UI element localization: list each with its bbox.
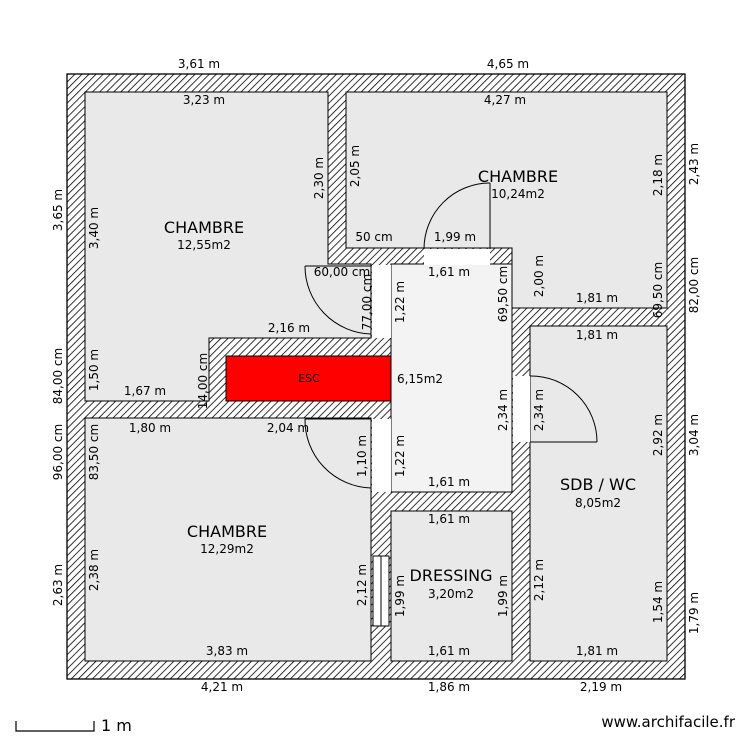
room-area-bathroom: 8,05m2 — [575, 496, 621, 510]
room-name-dressing: DRESSING — [410, 566, 493, 585]
dim-bath-right-2-92: 2,92 m — [651, 414, 665, 456]
dim-dressing-top: 1,61 m — [428, 512, 470, 526]
dim-bath-right-1-54: 1,54 m — [651, 581, 665, 623]
dim-left-2-63: 2,63 m — [51, 564, 65, 606]
room-bathroom — [529, 325, 668, 662]
dim-wall-1-10: 1,10 m — [355, 435, 369, 477]
dim-right-69-50: 69,50 cm — [651, 262, 665, 318]
dim-left-96cm: 96,00 cm — [51, 424, 65, 480]
dim-wall-77cm: 77,00 cm — [360, 274, 374, 330]
scale-bar — [15, 721, 95, 732]
room-area-bedroom-sw: 12,29m2 — [200, 542, 254, 556]
door-opening-nw — [372, 265, 391, 338]
door-swing-nw — [304, 265, 372, 335]
dim-hall-top: 1,61 m — [428, 265, 470, 279]
room-name-bedroom-ne: CHAMBRE — [478, 167, 558, 186]
dim-top-right-outer: 4,65 m — [487, 57, 529, 71]
dim-door-60cm: 60,00 cm — [314, 265, 370, 279]
dim-top-left-outer: 3,61 m — [178, 57, 220, 71]
dim-right-outer-top: 2,43 m — [687, 143, 701, 185]
door-swing-bath — [529, 375, 598, 443]
room-area-dressing: 3,20m2 — [428, 587, 474, 601]
dim-ne-inner-top: 4,27 m — [484, 93, 526, 107]
door-swing-sw — [304, 418, 372, 489]
dim-ne-50cm: 50 cm — [355, 230, 392, 244]
stair-label: ESC — [298, 372, 320, 385]
dim-right-1-79: 1,79 m — [687, 592, 701, 634]
dim-left-84cm: 84,00 cm — [51, 348, 65, 404]
credit-text: www.archifacile.fr — [601, 713, 735, 731]
room-area-hall: 6,15m2 — [397, 372, 443, 386]
dim-bath-2-00: 2,00 m — [532, 255, 546, 297]
dim-bottom-right-outer: 2,19 m — [580, 680, 622, 694]
door-swing-ne — [423, 182, 491, 250]
dim-wall-2-12-left: 2,12 m — [355, 564, 369, 606]
stair-block — [225, 355, 392, 402]
room-area-bedroom-ne: 10,24m2 — [491, 187, 545, 201]
dim-hall-right-2-34: 2,34 m — [496, 389, 510, 431]
dim-wall-2-12-right: 2,12 m — [532, 559, 546, 601]
dim-dressing-left: 1,99 m — [393, 575, 407, 617]
dim-nw-bottom: 1,67 m — [124, 384, 166, 398]
room-name-bedroom-sw: CHAMBRE — [187, 522, 267, 541]
room-dressing — [390, 510, 513, 662]
dim-ne-right-inner: 2,18 m — [651, 154, 665, 196]
room-area-bedroom-nw: 12,55m2 — [177, 238, 231, 252]
room-bedroom-sw — [84, 417, 372, 662]
dim-hall-bottom: 1,61 m — [428, 475, 470, 489]
dim-sw-left-83-50: 83,50 cm — [87, 424, 101, 480]
dim-right-3-04: 3,04 m — [687, 414, 701, 456]
dim-bath-left-2-34: 2,34 m — [532, 389, 546, 431]
dim-sw-bottom-inner: 3,83 m — [206, 644, 248, 658]
dim-right-82cm: 82,00 cm — [687, 257, 701, 313]
dim-left-1-50: 1,50 m — [87, 349, 101, 391]
dim-hall-left-top: 1,22 m — [393, 281, 407, 323]
dim-dressing-bottom: 1,61 m — [428, 644, 470, 658]
dim-hall-left-bottom: 1,22 m — [393, 435, 407, 477]
dim-sw-top-1-80: 1,80 m — [129, 421, 171, 435]
room-name-bedroom-nw: CHAMBRE — [164, 218, 244, 237]
dim-bath-top-inner: 1,81 m — [576, 328, 618, 342]
dim-bottom-left-outer: 4,21 m — [201, 680, 243, 694]
dim-nw-inner-left: 3,40 m — [87, 207, 101, 249]
dim-hall-right-top: 69,50 cm — [496, 266, 510, 322]
scale-label: 1 m — [101, 716, 132, 735]
door-opening-ne — [424, 249, 490, 265]
dim-bath-top-outer: 1,81 m — [576, 291, 618, 305]
dim-mid-wall-2-30: 2,30 m — [312, 157, 326, 199]
dim-esc-top: 2,16 m — [268, 321, 310, 335]
dim-dressing-right: 1,99 m — [496, 575, 510, 617]
dim-left-outer-top: 3,65 m — [51, 189, 65, 231]
room-name-bathroom: SDB / WC — [560, 475, 636, 494]
dim-nw-inner-top: 3,23 m — [183, 93, 225, 107]
dim-sw-top-2-04: 2,04 m — [267, 421, 309, 435]
dim-bottom-mid-outer: 1,86 m — [428, 680, 470, 694]
dim-sw-left-2-38: 2,38 m — [87, 549, 101, 591]
room-bedroom-nw — [84, 91, 372, 402]
door-opening-bath — [513, 376, 530, 442]
dim-bath-bottom: 1,81 m — [576, 644, 618, 658]
door-opening-sw — [372, 419, 391, 492]
dim-mid-wall-2-05: 2,05 m — [348, 145, 362, 187]
dim-esc-14cm: 14,00 cm — [196, 353, 210, 409]
dim-ne-1-99: 1,99 m — [434, 230, 476, 244]
